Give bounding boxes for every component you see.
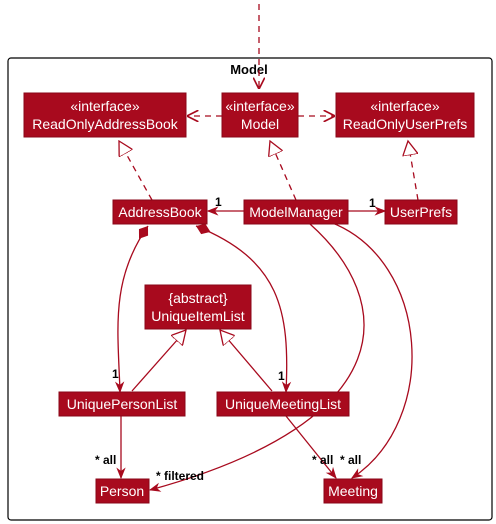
modelmanager-to-person-edge xyxy=(148,223,365,492)
meeting-node: Meeting xyxy=(323,478,383,504)
readonlyuserprefs-node: «interface» ReadOnlyUserPrefs xyxy=(335,92,475,138)
multiplicity-label: * all xyxy=(340,453,361,467)
uniquepersonlist-node: UniquePersonList xyxy=(58,391,186,417)
uniquemeetinglist-extends-edge xyxy=(220,330,273,392)
addressbook-to-uniquemeetinglist-edge xyxy=(195,223,292,394)
model-node: «interface» Model xyxy=(221,92,299,138)
class-name-label: ModelManager xyxy=(249,204,343,220)
multiplicity-label: * filtered xyxy=(156,469,204,483)
userprefs-realizes-edge xyxy=(408,141,419,201)
modelmanager-to-meeting-edge xyxy=(329,221,413,479)
multiplicity-label: 1 xyxy=(215,195,222,209)
class-name-label: Person xyxy=(100,483,144,499)
multiplicity-label: * all xyxy=(312,453,333,467)
class-name-label: UserPrefs xyxy=(390,204,452,220)
modelmanager-realizes-edge xyxy=(270,141,297,201)
package-title: Model xyxy=(230,62,268,77)
multiplicity-label: 1 xyxy=(369,196,376,210)
userprefs-node: UserPrefs xyxy=(384,199,458,225)
modelmanager-node: ModelManager xyxy=(243,199,349,225)
addressbook-to-uniquepersonlist-edge xyxy=(114,225,149,394)
uniquemeetinglist-to-meeting-edge xyxy=(285,415,337,479)
multiplicity-label: 1 xyxy=(112,367,119,381)
class-name-label: UniqueItemList xyxy=(151,308,244,324)
addressbook-realizes-edge xyxy=(119,141,153,201)
uniqueitemlist-node: {abstract} UniqueItemList xyxy=(144,284,252,330)
readonlyaddressbook-node: «interface» ReadOnlyAddressBook xyxy=(23,92,187,138)
addressbook-node: AddressBook xyxy=(112,199,208,225)
stereotype-label: «interface» xyxy=(370,98,439,114)
uniquemeetinglist-node: UniqueMeetingList xyxy=(216,391,350,417)
class-name-label: AddressBook xyxy=(118,204,202,220)
class-name-label: UniquePersonList xyxy=(67,396,178,412)
class-name-label: Meeting xyxy=(328,483,378,499)
multiplicity-label: * all xyxy=(95,453,116,467)
class-name-label: UniqueMeetingList xyxy=(225,396,341,412)
stereotype-label: {abstract} xyxy=(168,290,227,306)
class-name-label: Model xyxy=(241,116,279,132)
package-frame xyxy=(7,57,493,521)
class-name-label: ReadOnlyUserPrefs xyxy=(343,116,468,132)
uniquepersonlist-extends-edge xyxy=(131,330,186,392)
stereotype-label: «interface» xyxy=(70,98,139,114)
person-node: Person xyxy=(95,478,150,504)
class-name-label: ReadOnlyAddressBook xyxy=(32,116,179,132)
stereotype-label: «interface» xyxy=(225,98,294,114)
multiplicity-label: 1 xyxy=(278,369,285,383)
